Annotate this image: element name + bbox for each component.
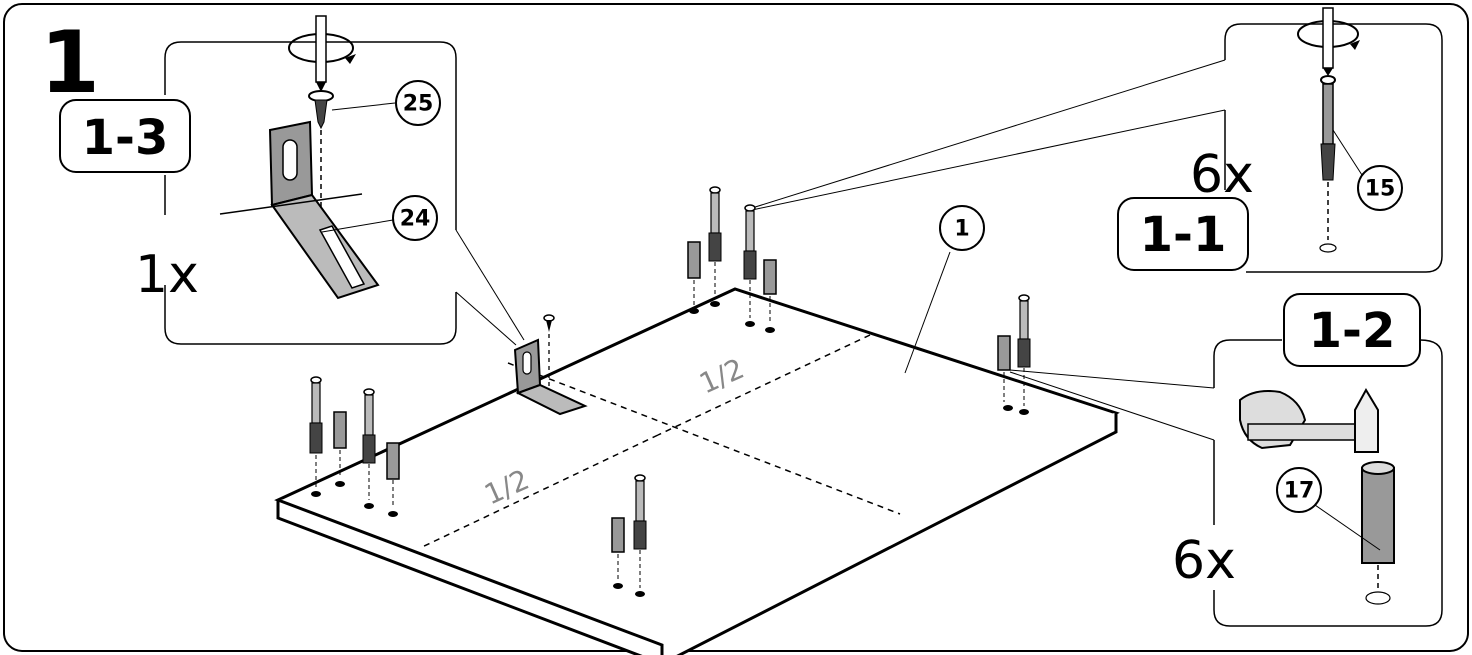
svg-text:24: 24: [400, 207, 431, 232]
hammer-icon: [1239, 387, 1379, 453]
step-badge: 1-1: [1117, 197, 1249, 271]
step-badge: 1-2: [1283, 293, 1421, 367]
outer-frame: [3, 3, 1469, 652]
part-number-badge: 24: [392, 195, 438, 241]
part-number-badge: 25: [395, 80, 441, 126]
callout-bracket: [1009, 339, 1443, 627]
angle-bracket-icon: [268, 120, 380, 300]
cam-bolt-part-icon: [1319, 75, 1337, 253]
quantity-label: 6x: [1172, 531, 1236, 591]
step-badge: 1-3: [59, 99, 191, 173]
part-number-badge: 17: [1276, 467, 1322, 513]
callout-bracket: [164, 41, 525, 346]
part-number-badge: 1: [939, 205, 985, 251]
fittings-group: [309, 186, 1031, 597]
angle-bracket-icon: [513, 314, 588, 416]
svg-text:15: 15: [1365, 177, 1396, 202]
svg-text:1-3: 1-3: [82, 110, 169, 166]
wooden-dowel-part-icon: [1361, 461, 1395, 605]
screwdriver-icon: [288, 15, 356, 92]
svg-text:25: 25: [403, 92, 434, 117]
part-number-badge: 15: [1357, 165, 1403, 211]
quantity-label: 6x: [1190, 145, 1254, 205]
screwdriver-icon: [1297, 7, 1360, 76]
quantity-label: 1x: [135, 245, 199, 305]
callout-bracket: [751, 23, 1443, 273]
svg-text:1-1: 1-1: [1140, 207, 1227, 263]
panel-board: [274, 287, 1120, 655]
svg-text:1: 1: [954, 217, 969, 242]
svg-text:1-2: 1-2: [1309, 303, 1396, 359]
step-number: 1: [40, 13, 100, 113]
svg-text:17: 17: [1284, 479, 1315, 504]
